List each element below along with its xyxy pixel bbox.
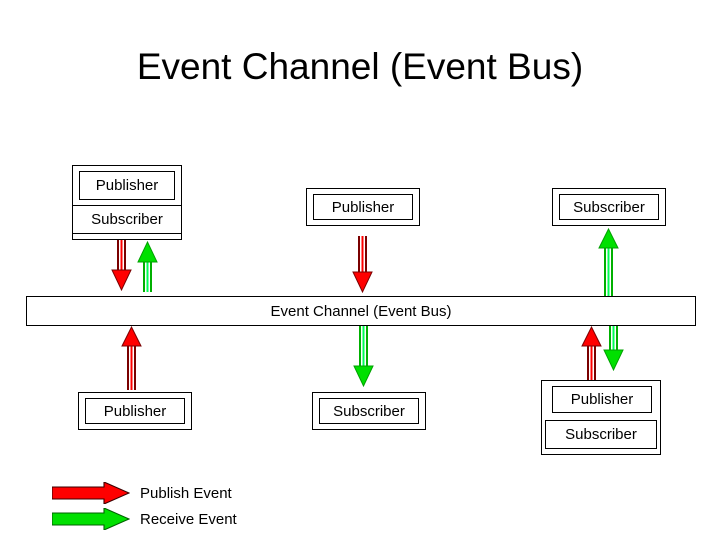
arrow-bottom-left-publish-up: [120, 326, 144, 390]
legend-item-publish: Publish Event: [52, 482, 232, 504]
publish-arrow-down-glyph: [111, 240, 132, 292]
node-bottom-right-publisher[interactable]: Publisher: [552, 386, 652, 413]
receive-arrow-down-glyph: [353, 326, 374, 388]
arrow-bottom-right-publish-up: [580, 326, 604, 382]
arrow-top-right-receive-up: [597, 228, 621, 296]
arrow-top-left-receive-up: [136, 240, 160, 292]
event-channel-bar[interactable]: Event Channel (Event Bus): [26, 296, 696, 326]
node-label: Publisher: [331, 198, 395, 216]
arrow-bottom-right-receive-down: [602, 326, 626, 372]
receive-arrow-up-glyph: [137, 240, 158, 292]
arrow-top-middle-publish-down: [351, 236, 375, 294]
arrow-bottom-middle-receive-down: [352, 326, 376, 388]
page-title: Event Channel (Event Bus): [136, 46, 584, 87]
publish-arrow-down-glyph: [352, 236, 373, 294]
arrow-top-left-publish-down: [110, 240, 134, 292]
node-label: Subscriber: [91, 211, 163, 228]
node-label: Publisher: [95, 177, 159, 194]
receive-arrow-up-glyph: [598, 228, 619, 296]
node-top-left-publisher[interactable]: Publisher: [79, 171, 175, 200]
receive-arrow-down-glyph: [603, 326, 624, 372]
receive-event-arrow-icon: [52, 508, 130, 530]
event-channel-label: Event Channel (Event Bus): [270, 302, 452, 320]
node-bottom-right-subscriber[interactable]: Subscriber: [545, 420, 657, 449]
node-label: Subscriber: [573, 198, 645, 216]
node-label: Publisher: [103, 402, 167, 420]
node-top-right-subscriber[interactable]: Subscriber: [559, 194, 659, 220]
publish-arrow-up-glyph: [121, 326, 142, 390]
node-top-middle-publisher[interactable]: Publisher: [313, 194, 413, 220]
legend-label-publish: Publish Event: [140, 484, 232, 502]
publish-event-arrow-icon: [52, 482, 130, 504]
node-bottom-left-publisher[interactable]: Publisher: [85, 398, 185, 424]
node-top-left-subscriber[interactable]: Subscriber: [72, 205, 182, 234]
node-label: Publisher: [570, 391, 634, 408]
legend-item-receive: Receive Event: [52, 508, 237, 530]
node-label: Subscriber: [565, 426, 637, 443]
legend-label-receive: Receive Event: [140, 510, 237, 528]
publish-arrow-up-glyph: [581, 326, 602, 382]
node-label: Subscriber: [333, 402, 405, 420]
node-bottom-middle-subscriber[interactable]: Subscriber: [319, 398, 419, 424]
